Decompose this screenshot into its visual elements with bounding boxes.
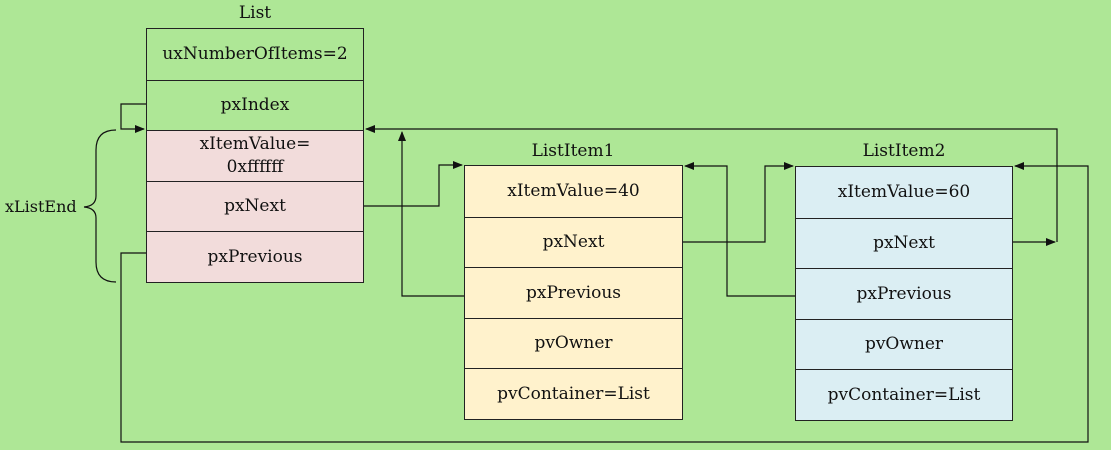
list-struct: uxNumberOfItems=2 pxIndex xItemValue= 0x… [146,28,364,283]
list-end-brace [83,129,117,283]
list-end-previous-field: pxPrevious [147,231,363,283]
item2-previous-to-item1-arrow [684,162,795,297]
item2-previous-field: pxPrevious [796,268,1012,319]
list-end-previous-to-item2-arrow [120,162,1089,443]
list-end-item-value-line2: 0xffffff [226,157,284,177]
list-item1-struct: xItemValue=40 pxNext pxPrevious pvOwner … [464,165,683,420]
item2-next-return-line [365,125,1058,242]
item2-container-field: pvContainer=List [796,369,1012,421]
list-item2-title: ListItem2 [862,141,946,161]
list-index-field: pxIndex [147,79,363,131]
index-to-list-end-arrow [120,103,146,133]
item2-value-field: xItemValue=60 [796,167,1012,218]
list-end-item-value-line1: xItemValue= [199,134,311,154]
item1-owner-field: pvOwner [465,317,682,369]
list-item2-struct: xItemValue=60 pxNext pxPrevious pvOwner … [795,166,1013,421]
item1-container-field: pvContainer=List [465,368,682,420]
item1-next-field: pxNext [465,216,682,268]
list-end-next-field: pxNext [147,180,363,232]
list-end-item-value-field: xItemValue= 0xffffff [147,130,363,181]
item1-value-field: xItemValue=40 [465,166,682,217]
item1-next-to-item2-arrow [683,162,794,243]
list-end-label: xListEnd [5,197,77,216]
item1-previous-to-list-end-arrow [398,131,464,297]
list-end-next-to-item1-arrow [364,161,463,207]
item2-next-field: pxNext [796,217,1012,269]
item1-previous-field: pxPrevious [465,267,682,318]
list-title: List [238,3,272,23]
list-item1-title: ListItem1 [531,141,615,161]
list-number-of-items-field: uxNumberOfItems=2 [147,29,363,80]
item2-owner-field: pvOwner [796,318,1012,370]
